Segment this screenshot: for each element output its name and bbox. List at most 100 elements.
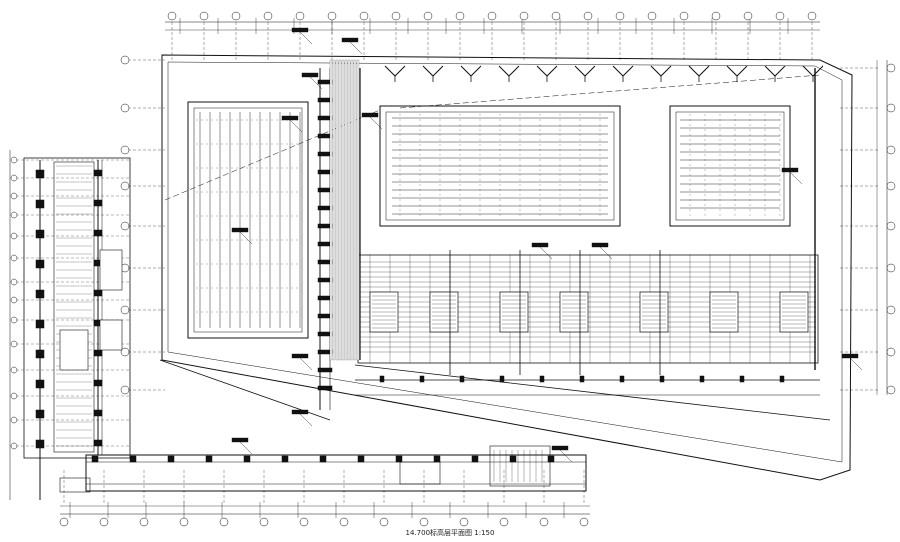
grid-bubble-right (886, 221, 896, 231)
column (317, 241, 333, 247)
wing-column (93, 379, 103, 387)
annotation-label (591, 242, 609, 248)
corridor-column (357, 455, 365, 463)
pipe-shaft (344, 59, 348, 361)
grid-bubble-right (886, 385, 896, 395)
corridor-end-block (59, 477, 91, 493)
pool-right-frame (669, 105, 791, 227)
truss-chevron (802, 65, 824, 77)
annotation-label (281, 115, 299, 121)
grid-bubble-wing (10, 340, 18, 348)
annotation-label (551, 445, 569, 451)
grid-bubble-right (886, 347, 896, 357)
grid-bubble-right (886, 181, 896, 191)
grid-bubble-right (886, 103, 896, 113)
grid-bubble-bottom (499, 517, 509, 527)
column (739, 375, 745, 383)
grid-bubble-bottom (179, 517, 189, 527)
column (317, 223, 333, 229)
left-wing-block (23, 157, 131, 500)
grid-bubble-bottom (99, 517, 109, 527)
truss-chevron (612, 65, 634, 77)
annotation-leader (349, 41, 363, 55)
pipe-shaft (329, 59, 333, 361)
wing-room (99, 249, 123, 291)
grid-bubble-top (231, 11, 241, 21)
column (317, 151, 333, 157)
corridor-column (547, 455, 555, 463)
grid-bubble-wing (10, 316, 18, 324)
truss-chevron (574, 65, 596, 77)
column (317, 385, 333, 391)
corridor-room (399, 461, 441, 485)
wing-column (35, 169, 45, 179)
grid-bubble-top (583, 11, 593, 21)
column (317, 277, 333, 283)
grid-bubble-top (167, 11, 177, 21)
annotation-label (231, 437, 249, 443)
grid-bubble-wing (10, 254, 18, 262)
annotation-label (781, 167, 799, 173)
pool-left-frame (187, 101, 309, 339)
column (579, 375, 585, 383)
grid-bubble-top (391, 11, 401, 21)
corridor-room (489, 445, 551, 487)
annotation-leader (369, 116, 383, 130)
truss-chevron (536, 65, 558, 77)
wing-column (93, 289, 103, 297)
column (499, 375, 505, 383)
column (317, 115, 333, 121)
annotation-leader (849, 357, 863, 371)
annotation-leader (539, 246, 553, 260)
wing-column (35, 319, 45, 329)
annotation-label (341, 37, 359, 43)
grid-bubble-left (120, 55, 130, 65)
grid-bubble-top (647, 11, 657, 21)
column (539, 375, 545, 383)
floor-plan-drawing (9, 11, 896, 527)
column (317, 133, 333, 139)
grid-bubble-bottom (339, 517, 349, 527)
truss-chevron (498, 65, 520, 77)
building-outline (159, 54, 853, 481)
annotation-leader (559, 449, 573, 463)
grid-bubble-bottom (419, 517, 429, 527)
column (317, 259, 333, 265)
corridor-column (205, 455, 213, 463)
column (317, 97, 333, 103)
grid-bubble-bottom (299, 517, 309, 527)
grid-bubble-left (120, 347, 130, 357)
pool-center-frame (379, 105, 621, 227)
grid-bubble-bottom (259, 517, 269, 527)
grid-bubble-right (886, 63, 896, 73)
bottom-corridor (59, 445, 587, 493)
grid-bubble-wing (10, 174, 18, 182)
diagonal-dashed-line (399, 74, 821, 109)
grid-bubble-wing (10, 392, 18, 400)
wing-column (93, 439, 103, 447)
outer-roof-outline (161, 54, 853, 481)
corridor-column (281, 455, 289, 463)
grid-bubble-wing (10, 232, 18, 240)
grid-bubble-top (551, 11, 561, 21)
column (779, 375, 785, 383)
pipe-shaft (341, 59, 345, 361)
diagonal-dashed-line (164, 109, 381, 201)
annotation-label (291, 353, 309, 359)
corridor-column (509, 455, 517, 463)
wing-column (35, 409, 45, 419)
grid-bubble-wing (10, 366, 18, 374)
grid-bubble-top (199, 11, 209, 21)
grid-bubble-left (120, 385, 130, 395)
column (379, 375, 385, 383)
grid-bubble-wing (10, 296, 18, 304)
column (317, 367, 333, 373)
grid-bubble-left (120, 103, 130, 113)
corridor-column (319, 455, 327, 463)
truss-chevron (688, 65, 710, 77)
annotation-leader (309, 76, 323, 90)
annotation-label (301, 72, 319, 78)
column (317, 79, 333, 85)
annotation-leader (299, 357, 313, 371)
